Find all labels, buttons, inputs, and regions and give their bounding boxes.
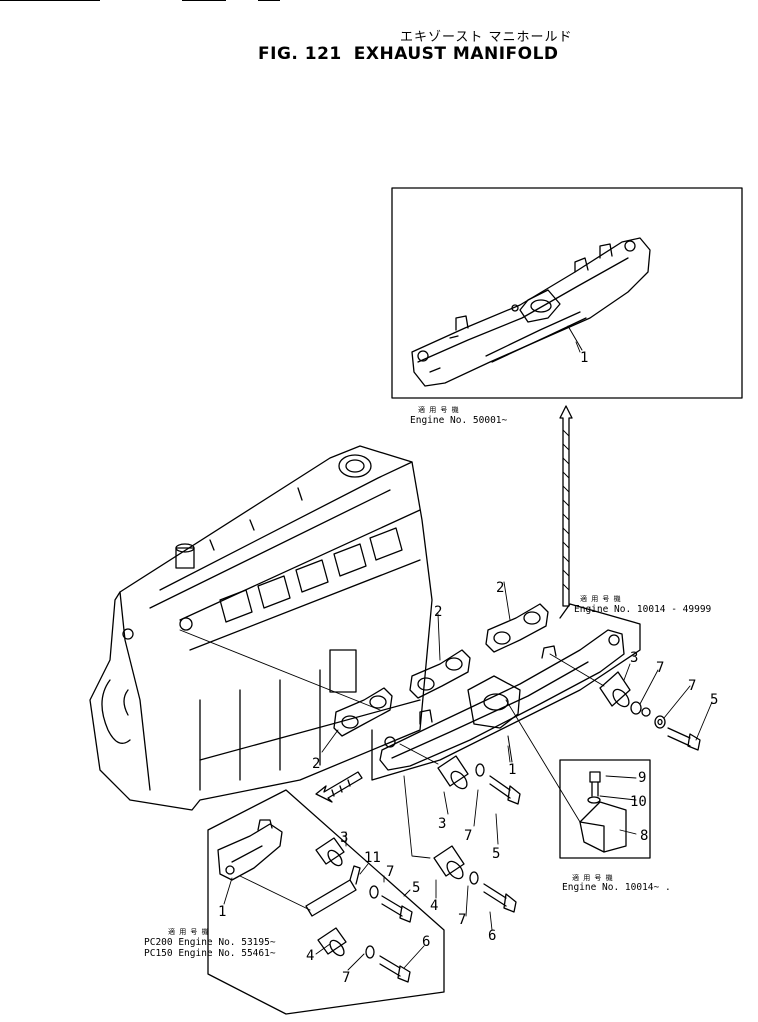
callout-1-inset: 1 [580,350,588,366]
washer-right-b [654,715,666,729]
leader-lines [223,341,713,971]
washer-middle [475,763,485,777]
callout-7-right-a: 7 [656,660,664,676]
nut-right [641,707,651,717]
callout-7-inset-b: 7 [386,864,394,880]
main-manifold-region [371,603,641,781]
bracket-leader [505,699,581,823]
washer-right-a [630,701,642,715]
inset-box-top [391,187,743,399]
note-pc200: PC200 Engine No. 53195~ [144,937,276,948]
sleeve-lower-leader [403,775,431,859]
sleeve-right-leader [549,653,605,687]
note-jp-lower: 適 用 号 機 [168,927,209,936]
callout-4-middle: 4 [430,898,438,914]
callout-1-lower: 1 [218,904,226,920]
callout-1-main: 1 [508,762,516,778]
arrow-down-left [315,771,363,803]
callout-8: 8 [640,828,648,844]
callout-7-right-b: 7 [688,678,696,694]
sleeve-lower-inset [315,837,345,867]
gasket-1 [485,603,549,653]
callout-3-lower: 3 [340,830,348,846]
scan-border-left [0,0,100,1]
note-jp-inset-top: 適 用 号 機 [418,405,459,414]
main-manifold-drawing [379,629,625,771]
callout-7-middle: 7 [464,828,472,844]
figure-number: FIG. 121 [258,44,342,64]
gasket-2 [409,649,471,699]
washer-lower-inset-a [369,885,379,899]
note-jp-main: 適 用 号 機 [580,594,621,603]
sleeve-right [599,671,631,708]
note-pc150: PC150 Engine No. 55461~ [144,948,276,959]
note-jp-bracket: 適 用 号 機 [572,873,613,882]
bolt-lower-inset-a [381,895,413,923]
washer-lower-inset-b [365,945,375,959]
callout-3-right: 3 [630,650,638,666]
inset-box-bracket [559,759,651,859]
figure-title: FIG. 121 EXHAUST MANIFOLD [258,44,559,64]
callout-5-lower: 5 [412,880,420,896]
note-bracket: Engine No. 10014~ . [562,882,671,893]
bracket-drawing [579,771,627,853]
callout-5-middle: 5 [492,846,500,862]
sleeve-middle [437,755,469,790]
bolt-middle [489,775,521,805]
note-main: Engine No. 10014 - 49999 [574,604,712,615]
callout-7-inset: 7 [342,970,350,986]
callout-4-lower: 4 [306,948,314,964]
figure-name: EXHAUST MANIFOLD [353,44,559,64]
callout-6-lower: 6 [422,934,430,950]
sleeve-lower-inset-b [317,927,347,957]
callout-11: 11 [364,850,381,866]
callout-2-upper: 2 [496,580,504,596]
callout-5-right: 5 [710,692,718,708]
callout-6-middle: 6 [488,928,496,944]
note-inset-top: Engine No. 50001~ [410,415,508,426]
scan-border-right [258,0,280,1]
callout-2-middle: 2 [434,604,442,620]
heat-shield-plate [305,865,361,917]
callout-9: 9 [638,770,646,786]
bolt-right [667,727,701,751]
callout-2-lower: 2 [312,756,320,772]
washer-lower [469,871,479,885]
title-japanese: エキゾースト マニホールド [400,30,573,45]
bolt-lower [483,883,517,913]
sleeve-lower [433,845,465,880]
callout-10: 10 [630,794,647,810]
sleeve-middle-leader [399,743,439,765]
scan-border-mid [182,0,226,1]
arrow-up [559,405,573,607]
lower-manifold-drawing [217,819,311,911]
callout-3-middle: 3 [438,816,446,832]
gasket-3 [333,687,393,737]
engine-block-drawing [89,445,433,811]
callout-7-lower: 7 [458,912,466,928]
inset-manifold-drawing [411,237,651,387]
bolt-lower-inset-b [379,955,411,983]
inset-box-lower [207,789,445,1015]
